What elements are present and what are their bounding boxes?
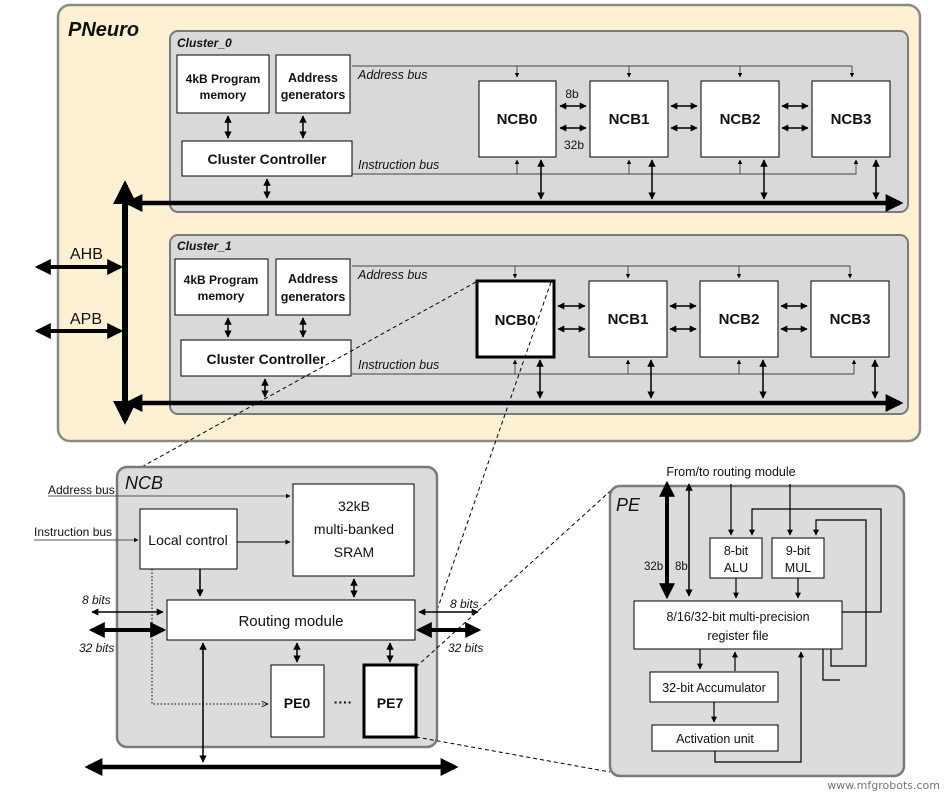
cluster-1-program-memory-label-1: 4kB Program [184, 273, 259, 287]
zoom-line-pe-bottom [415, 736, 611, 773]
pe7-label: PE7 [377, 695, 404, 711]
activation-unit-label: Activation unit [676, 732, 754, 746]
cluster-1-address-generators-label-2: generators [281, 290, 346, 304]
cluster-0: Cluster_0 4kB Program memory Address gen… [124, 30, 909, 213]
ncb-detail: NCB Address bus Instruction bus Local co… [34, 465, 483, 776]
mul-label-1: 9-bit [786, 544, 811, 558]
system-bus: AHB APB [34, 180, 137, 425]
cluster-0-width-32b: 32b [564, 138, 584, 152]
pe-routing-label: From/to routing module [666, 465, 795, 479]
cluster-0-ncb1-label: NCB1 [609, 111, 650, 128]
register-file [633, 600, 843, 650]
ncb-instruction-bus-label: Instruction bus [34, 525, 112, 539]
zoom-line-pe-top [415, 484, 618, 668]
ahb-label: AHB [70, 246, 103, 263]
register-file-label-1: 8/16/32-bit multi-precision [666, 610, 809, 624]
cluster-1-address-bus-label: Address bus [357, 268, 427, 282]
mul-block [771, 537, 825, 579]
cluster-0-ncb3-label: NCB3 [831, 111, 872, 128]
pe0-label: PE0 [284, 695, 311, 711]
local-control [139, 508, 238, 570]
cluster-1-ncb3-label: NCB3 [830, 311, 871, 328]
cluster-0-program-memory-label-2: memory [200, 88, 247, 102]
pneuro-title: PNeuro [68, 19, 139, 41]
sram-label-2: multi-banked [314, 521, 394, 537]
local-control-label: Local control [148, 532, 227, 548]
pe-title: PE [616, 495, 641, 515]
cluster-1-controller [180, 339, 352, 377]
watermark-text: www.mfgrobots.com [827, 779, 940, 792]
activation-unit [651, 724, 779, 752]
cluster-0-address-bus-label: Address bus [357, 68, 427, 82]
pe-detail: PE From/to routing module 32b 8b 8-bit A… [608, 465, 906, 778]
cluster-1-address-generators [275, 258, 351, 316]
cluster-1-controller-label: Cluster Controller [206, 351, 326, 367]
ncb-right-32bits-label: 32 bits [448, 641, 483, 655]
alu-block [709, 537, 763, 579]
cluster-0-ncb1 [589, 80, 669, 158]
cluster-1-ncb1 [588, 280, 668, 358]
cluster-0-ncb3 [811, 80, 891, 158]
accumulator-label: 32-bit Accumulator [662, 681, 766, 695]
apb-label: APB [70, 311, 102, 328]
cluster-0-ncb0-label: NCB0 [497, 111, 538, 128]
cluster-0-ncb2 [700, 80, 780, 158]
mul-label-2: MUL [785, 561, 811, 575]
ncb-left-32bits-label: 32 bits [79, 641, 114, 655]
cluster-0-controller-label: Cluster Controller [207, 151, 327, 167]
pe-ellipsis: ···· [334, 694, 353, 710]
cluster-1-ncb0-label: NCB0 [495, 312, 536, 329]
accumulator [649, 671, 779, 703]
ncb-title: NCB [125, 473, 163, 493]
routing-module-label: Routing module [238, 613, 343, 630]
cluster-0-program-memory [176, 54, 270, 114]
cluster-1-ncb3 [810, 280, 890, 358]
sram [292, 483, 415, 577]
cluster-0-address-generators [275, 54, 351, 114]
cluster-1-ncb2-label: NCB2 [719, 311, 760, 328]
cluster-1-instruction-bus-label: Instruction bus [358, 358, 439, 372]
cluster-1-program-memory [174, 258, 269, 316]
cluster-0-title: Cluster_0 [177, 36, 232, 50]
cluster-1-ncb0 [475, 279, 556, 359]
alu-label-2: ALU [724, 561, 748, 575]
pe-32b-label: 32b [644, 561, 663, 573]
ncb-right-8bits-label: 8 bits [450, 597, 479, 611]
pe-8b-label: 8b [675, 561, 688, 573]
zoom-line-ncb-right [417, 281, 552, 666]
cluster-0-controller [181, 140, 353, 177]
pe7-block [362, 663, 418, 739]
cluster-1-ncb2 [699, 280, 779, 358]
cluster-0-width-8b: 8b [565, 87, 579, 101]
cluster-1-address-generators-label-1: Address [288, 272, 338, 286]
pe0-block [270, 664, 325, 738]
cluster-1: Cluster_1 4kB Program memory Address gen… [124, 234, 909, 415]
zoom-line-ncb-left [117, 281, 477, 481]
ncb-left-8bits-label: 8 bits [82, 593, 111, 607]
cluster-0-program-memory-label-1: 4kB Program [186, 72, 261, 86]
sram-label-1: 32kB [338, 498, 370, 514]
cluster-1-program-memory-label-2: memory [198, 289, 245, 303]
ncb-address-bus-label: Address bus [48, 483, 115, 497]
cluster-0-address-generators-label-2: generators [281, 88, 346, 102]
alu-label-1: 8-bit [724, 544, 749, 558]
sram-label-3: SRAM [334, 544, 374, 560]
cluster-0-ncb2-label: NCB2 [720, 111, 761, 128]
register-file-label-2: register file [707, 629, 768, 643]
cluster-0-address-generators-label-1: Address [288, 71, 338, 85]
cluster-0-ncb0 [478, 80, 557, 158]
routing-module [166, 599, 416, 641]
cluster-0-instruction-bus-label: Instruction bus [358, 158, 439, 172]
cluster-1-ncb1-label: NCB1 [608, 311, 649, 328]
cluster-1-title: Cluster_1 [177, 239, 232, 253]
